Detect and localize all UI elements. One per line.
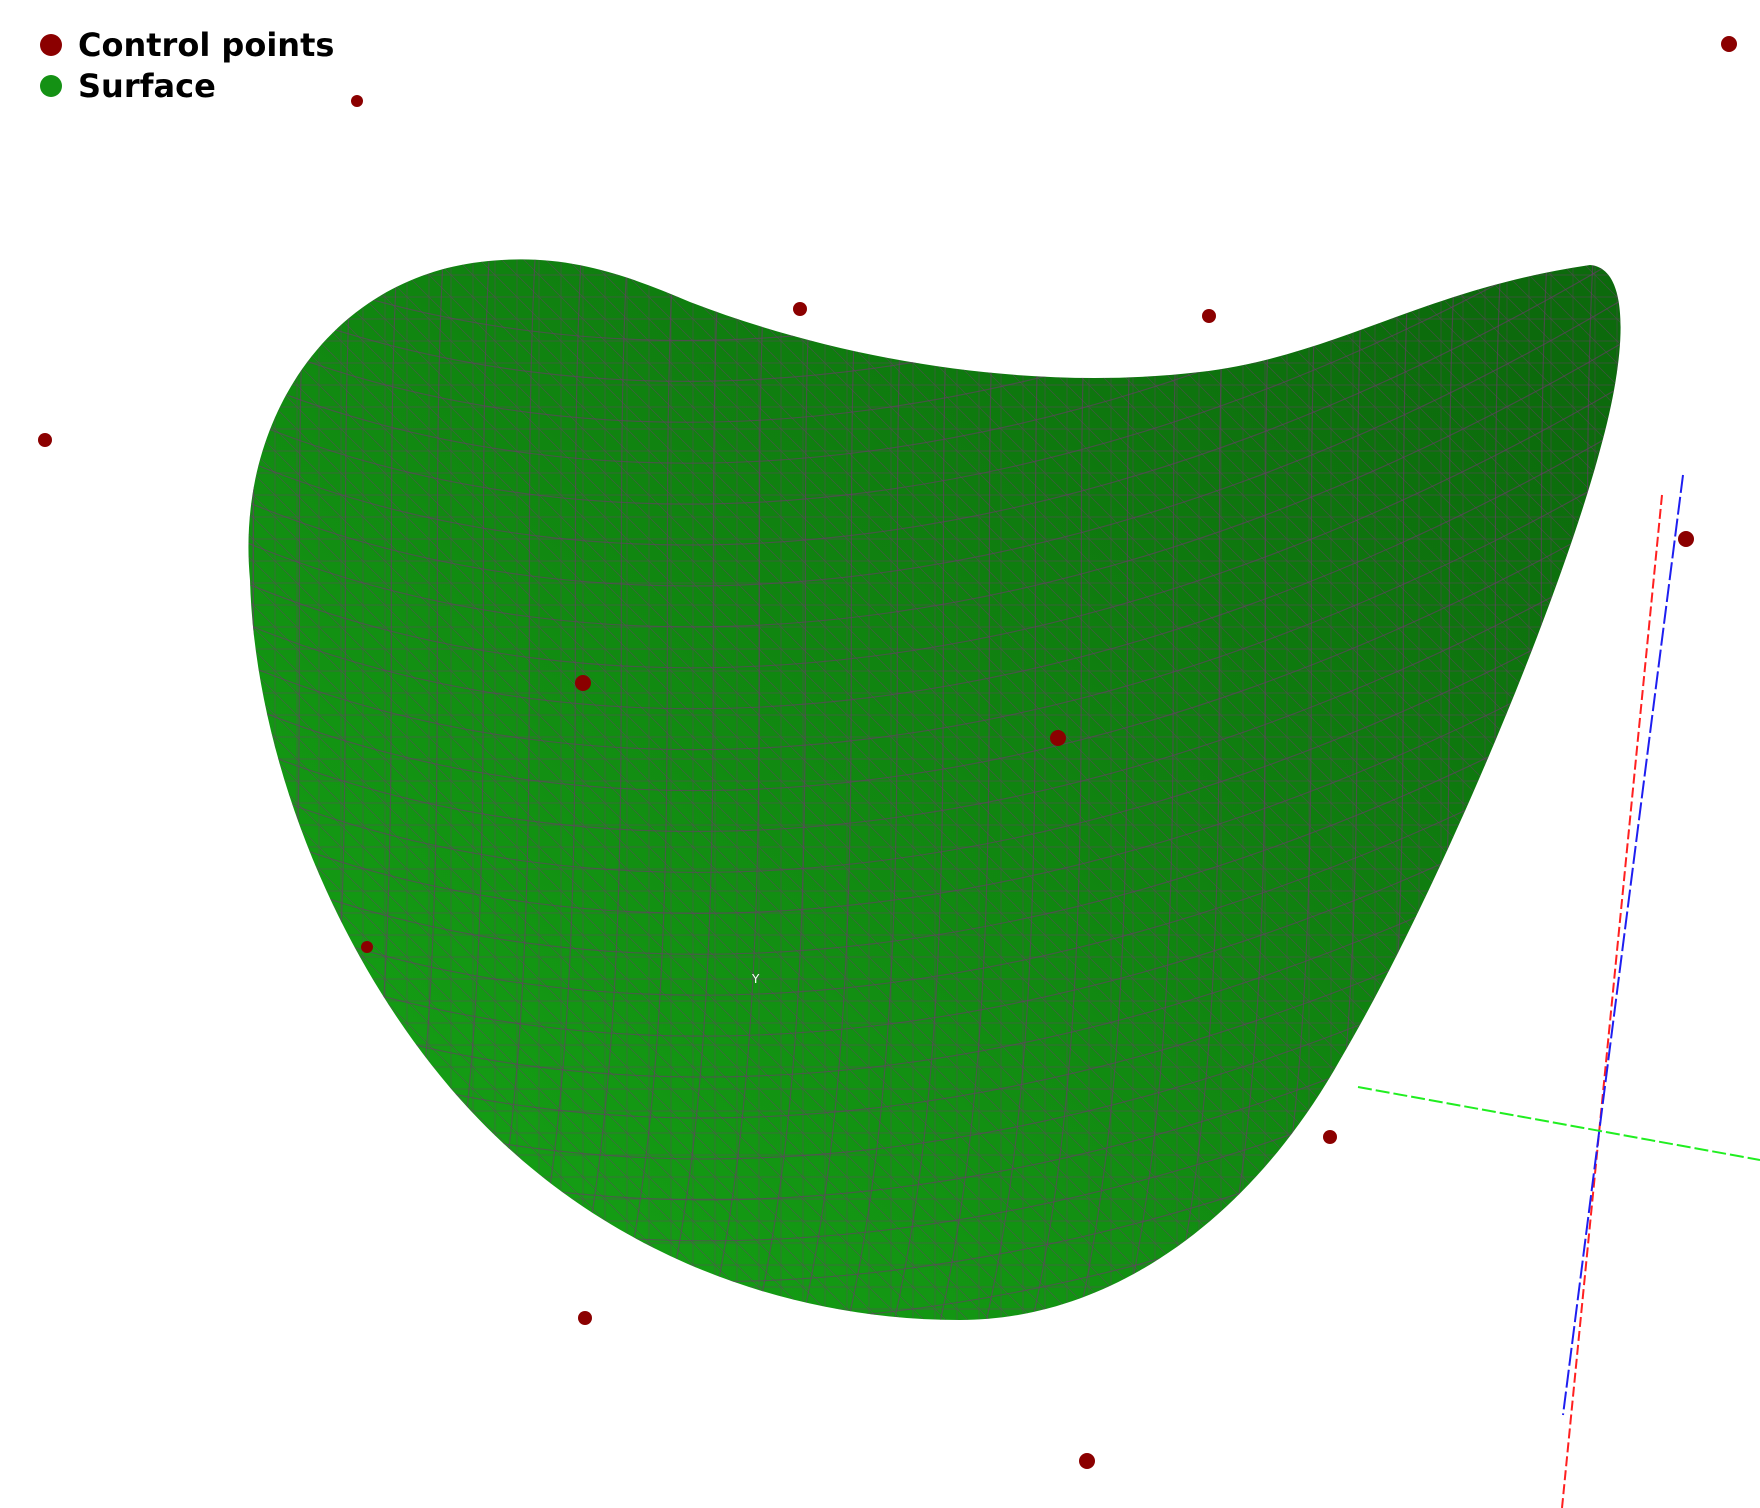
control-point: [1050, 730, 1066, 746]
x-axis-line: [1561, 494, 1663, 1508]
legend-label-surface: Surface: [78, 66, 216, 105]
control-point: [1678, 531, 1694, 547]
control-point: [575, 675, 591, 691]
legend-item-control-points: Control points: [40, 24, 334, 65]
control-point: [351, 95, 363, 107]
legend-item-surface: Surface: [40, 65, 334, 106]
surface-marker-icon: [40, 74, 62, 97]
control-point: [361, 941, 373, 953]
y-axis-line: [1357, 1086, 1760, 1161]
control-point: [1721, 36, 1737, 52]
control-point: [578, 1311, 592, 1325]
control-point: [1202, 309, 1216, 323]
legend: Control points Surface: [40, 24, 334, 106]
control-point: [793, 302, 807, 316]
bspline-surface[interactable]: [200, 30, 1660, 1364]
surface-mesh: [248, 259, 1621, 1321]
control-point: [1079, 1453, 1095, 1469]
control-points-marker-icon: [40, 33, 62, 56]
control-point: [38, 433, 52, 447]
y-axis-label: Y: [751, 972, 760, 986]
control-point: [1323, 1130, 1337, 1144]
legend-label-control-points: Control points: [78, 25, 335, 64]
z-axis-line: [1562, 474, 1684, 1416]
control-points: [38, 36, 1737, 1469]
